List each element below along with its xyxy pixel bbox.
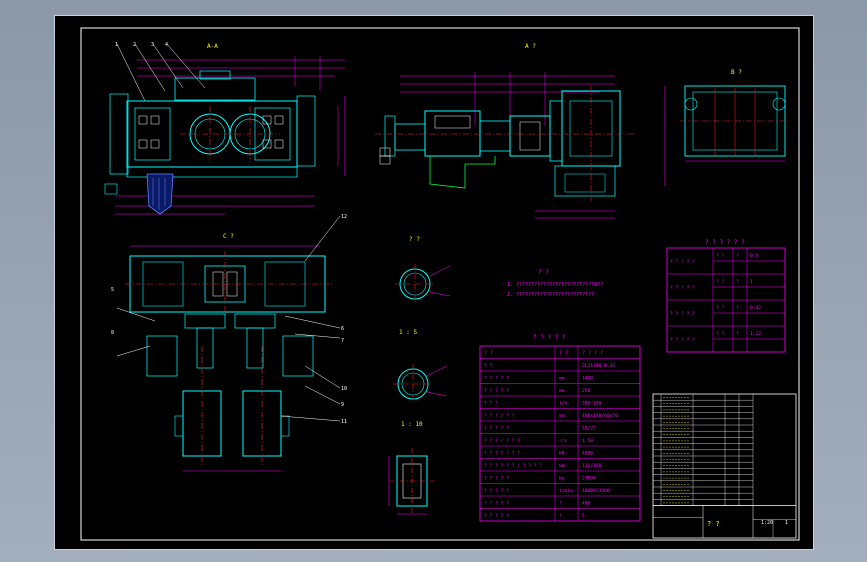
part-number: 11 <box>341 419 347 425</box>
params-cell: ? ? ? / ? ? <box>484 413 515 419</box>
part-number: 9 <box>341 402 344 408</box>
sheet-number: 1 <box>785 520 788 526</box>
params-cell: ? ? ? ? ? <box>484 488 509 494</box>
params-cell: 4000 <box>582 451 593 457</box>
params-cell: 55/25 <box>582 426 596 432</box>
tech-cell: ? ? ? ? ? <box>670 259 695 265</box>
section-a-label: A-A <box>207 43 218 50</box>
view-d-label: ? ? <box>409 236 420 243</box>
params-cell: ? ? ? ? ? <box>484 513 509 519</box>
view-c: C ? <box>116 215 341 472</box>
params-cell: mm <box>559 389 565 394</box>
params-cell: ? ? ? ? ? <box>484 476 509 482</box>
tech-cell: ? ? ? ? ? <box>670 337 695 343</box>
params-cell: ? <box>559 501 562 507</box>
params-cell: t/min <box>559 488 573 494</box>
part-number: 5 <box>111 287 114 293</box>
params-cell: ? ? ? ? ? ? / ? ? ? ? <box>484 463 542 469</box>
params-cell: 1400 <box>582 376 593 382</box>
params-cell: ? ? ? ? ? ? ? <box>484 451 520 457</box>
params-cell: kW <box>559 463 565 469</box>
view-b-label: B ? <box>731 69 742 76</box>
part-number: 6 <box>341 326 344 332</box>
params-cell: ? <box>559 513 562 519</box>
notes-title: ? ? <box>538 269 549 276</box>
part-number: 10 <box>341 386 347 392</box>
params-cell: ? ? ? / ? ? ? <box>484 438 520 444</box>
tech-cell: ? <box>736 253 739 259</box>
parameters-table: ? ? ? ? ? ? ?? ?? ? ? ?? ?2LJ1400-D-35? … <box>479 334 641 522</box>
tech-cell: ? <box>736 331 739 337</box>
part-number: 12 <box>341 214 347 220</box>
part-number: 2 <box>133 42 136 48</box>
tech-cell: ? ? <box>716 279 725 285</box>
params-cell: ? ? ? <box>484 401 498 407</box>
params-cell: kg <box>559 476 565 482</box>
part-number: 3 <box>151 42 154 48</box>
tech-cell: ? <box>736 279 739 285</box>
params-cell: 2LJ1400-D-35 <box>582 363 615 369</box>
params-cell: 10000/3500 <box>582 488 610 494</box>
section-a-view: A-A <box>104 43 346 215</box>
tech-requirement-table: ? ? ? ? ? ? ? ? ? ? ?? ??0.5? ? ? ? ?? ?… <box>666 239 786 353</box>
part-number: 7 <box>341 338 344 344</box>
title-block: ? ? 1:20 1 <box>652 393 797 539</box>
detail-1-label: 1 : 5 <box>399 329 417 336</box>
drawing-border <box>80 27 800 541</box>
params-header-cell: ? ? ? ? <box>582 351 603 357</box>
tech-cell: ? ? <box>716 331 725 337</box>
technical-notes: ? ? 1. ??????????????????????????8?? 2. … <box>507 269 603 298</box>
params-cell: ? ? ? ? ? <box>484 376 509 382</box>
params-cell: 400 <box>582 501 591 507</box>
tech-cell: ? ? ? ? ? <box>670 311 695 317</box>
params-cell: kN <box>559 451 565 457</box>
params-table-title: ? ? ? ? ? <box>533 334 566 341</box>
params-cell: mm <box>559 377 565 382</box>
detail-2-label: 1 : 10 <box>401 421 423 428</box>
drawing-sheet: A-A <box>54 15 814 550</box>
tech-cell: 0.5 <box>750 253 759 259</box>
tech-cell: ? ? <box>716 253 725 259</box>
params-cell: 400x140/60x70 <box>582 413 618 419</box>
params-cell: 250 <box>582 388 591 394</box>
params-cell: 300~350 <box>582 401 602 407</box>
tech-cell: 1 <box>750 279 753 285</box>
params-cell: ? ? <box>484 363 493 369</box>
params-cell: 5 <box>582 513 585 519</box>
tech-cell: 1.12 <box>750 331 761 337</box>
view-c-label: C ? <box>223 233 234 240</box>
tech-cell: ? ? <box>716 305 725 311</box>
params-cell: mm <box>559 414 565 419</box>
drawing-title: ? ? <box>707 520 720 528</box>
part-number: 8 <box>111 330 114 336</box>
top-view-label: A ? <box>525 43 536 50</box>
params-cell: ? ? ? ? ? <box>484 388 509 394</box>
drawing-scale: 1:20 <box>761 520 773 526</box>
notes-line-1: 1. ??????????????????????????8?? <box>507 282 603 288</box>
tech-cell: ? ? ? ? ? <box>670 285 695 291</box>
notes-line-2: 2. ?????????????????????????? <box>507 292 594 298</box>
part-number-labels: 1 2 3 4 5 6 7 8 9 10 11 12 <box>111 42 347 425</box>
tech-cell: ? <box>736 305 739 311</box>
params-cell: ? ? ? ? ? <box>484 501 509 507</box>
top-view: A ? <box>375 43 666 219</box>
params-cell: ? ? ? ? ? <box>484 426 509 432</box>
params-cell: 132/160 <box>582 463 602 469</box>
params-cell: t/h <box>559 401 568 407</box>
tech-cell: 0.42 <box>750 305 761 311</box>
params-cell: 27800 <box>582 476 596 482</box>
tech-table-title: ? ? ? ? ? ? <box>705 239 745 246</box>
params-cell: 1.50 <box>582 438 593 444</box>
part-number: 1 <box>115 42 118 48</box>
part-number: 4 <box>165 42 168 48</box>
cad-drawing: A-A <box>80 27 800 541</box>
view-b: B ? <box>680 69 790 162</box>
detail-views: ? ? 1 : 5 1 : 10 <box>388 236 451 515</box>
params-header-cell: ? ? <box>484 351 493 357</box>
params-header-cell: ? ? <box>559 351 568 357</box>
params-cell: r/s <box>559 438 568 444</box>
